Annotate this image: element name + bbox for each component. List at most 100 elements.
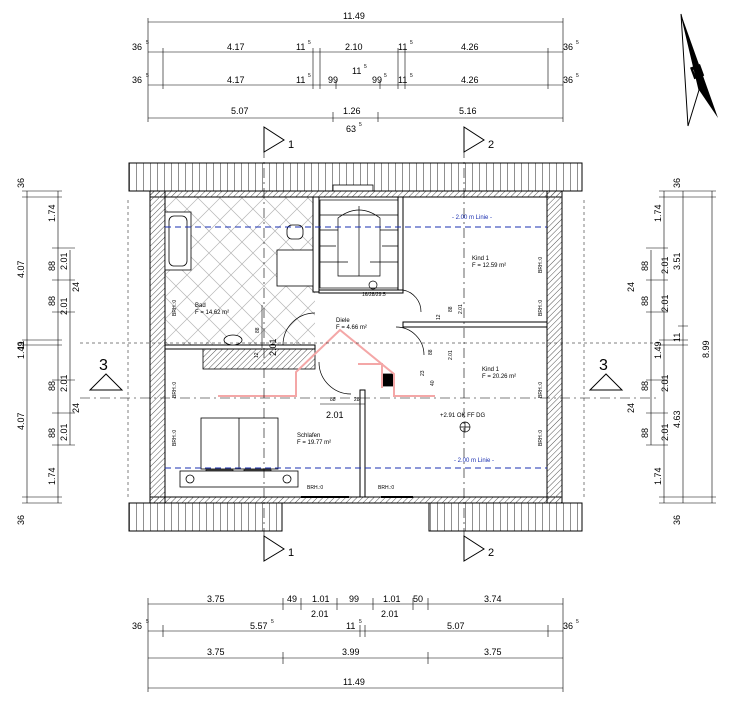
brh-label: BRH.:0 — [538, 300, 544, 316]
vanity-unit — [202, 348, 316, 370]
bed-icon — [179, 373, 394, 488]
dim-top: 11 — [296, 75, 305, 85]
dim-right: 88 — [640, 261, 650, 271]
dim-bottom-sup: 5 — [146, 619, 149, 625]
room-kind1-top-area: F = 12.59 m² — [472, 263, 506, 269]
section-label: 3 — [599, 357, 608, 374]
dim-bottom: 50 — [413, 594, 423, 604]
dim-bottom: 5.07 — [447, 621, 465, 631]
interior-dim: 88 — [428, 349, 434, 355]
stair-label: 16/28/29.5 — [362, 292, 386, 298]
dim-top: 4.26 — [461, 75, 479, 85]
dim-left: 36 — [16, 515, 26, 525]
staircase — [319, 199, 399, 290]
dim-top: 11 — [398, 75, 407, 85]
right-dimension-text: 8.99 36 3.51 11 4.63 1.74 2.01 88 2.01 8… — [626, 178, 711, 525]
dim-left: 4.07 — [16, 412, 26, 430]
interior-dim: 2.01 — [448, 350, 454, 360]
section-marker-icon — [588, 373, 624, 391]
dim-top-sup: 5 — [384, 73, 387, 79]
dim-right: 88 — [640, 381, 650, 391]
dim-bottom: 3.75 — [207, 594, 225, 604]
interior-dimensions: 2.01 88 2.01 12 88 2.01 88 12 23 40 88 2… — [254, 304, 464, 420]
section-marker-labels: 1 2 1 2 3 3 — [99, 139, 608, 559]
dim-top-sup: 5 — [146, 40, 149, 46]
brh-label: BRH.:0 — [538, 382, 544, 398]
left-dimensions — [22, 190, 75, 504]
dim-left: 1.74 — [47, 204, 57, 222]
dim-bottom: 11 — [346, 621, 355, 631]
dim-right: 2.01 — [660, 423, 670, 441]
dim-bottom: 3.74 — [484, 594, 502, 604]
dim-right: 2.01 — [660, 256, 670, 274]
dim-left: 2.01 — [59, 252, 69, 270]
dim-bottom-overall: 11.49 — [343, 677, 365, 687]
dim-right: 1.49 — [653, 341, 663, 359]
interior-dim: 28 — [354, 397, 360, 403]
room-kind1-top-name: Kind 1 — [472, 256, 490, 262]
dim-left: 88 — [47, 381, 57, 391]
dim-top: 99 — [328, 75, 338, 85]
room-bad-name: Bad — [195, 303, 206, 309]
dim-right-overall: 8.99 — [701, 340, 711, 358]
dim-bottom-sub: 2.01 — [311, 609, 329, 619]
dim-top: 4.17 — [227, 75, 245, 85]
dim-left: 88 — [47, 428, 57, 438]
room-kind1-bottom-area: F = 20.26 m² — [482, 374, 516, 380]
brh-label: BRH.:0 — [538, 430, 544, 446]
dim-top-sup: 5 — [146, 73, 149, 79]
line-200-top: - 2.00 m Linie - — [452, 215, 492, 221]
dim-top: 2.10 — [345, 42, 363, 52]
left-dimension-text: 36 4.07 11 1.49 4.07 36 1.74 88 2.01 88 … — [16, 178, 81, 525]
shower-tray-icon — [276, 249, 314, 287]
interior-dim: 88 — [330, 397, 336, 403]
brh-label: BRH.:0 — [307, 485, 323, 491]
dim-bottom-sup: 5 — [359, 619, 362, 625]
dim-bottom-sub: 2.01 — [381, 609, 399, 619]
section-marker-icon — [263, 535, 285, 562]
interior-dim: 12 — [436, 314, 442, 320]
bottom-dimensions — [147, 598, 564, 692]
interior-dim: 88 — [448, 306, 454, 312]
dim-left: 11 — [16, 341, 26, 350]
dim-left: 1.49 — [16, 341, 26, 359]
dim-bottom: 36 — [132, 621, 142, 631]
dim-left: 24 — [71, 282, 81, 292]
dim-bottom: 36 — [563, 621, 573, 631]
room-kind1-bottom-name: Kind 1 — [482, 367, 500, 373]
dim-top: 36 — [132, 42, 142, 52]
dim-top: 4.26 — [461, 42, 479, 52]
room-diele-area: F = 4.66 m² — [336, 325, 367, 331]
section-label: 2 — [488, 139, 494, 151]
dim-bottom: 1.01 — [312, 594, 330, 604]
brh-label: BRH.:0 — [172, 430, 178, 446]
dim-right: 4.63 — [672, 410, 682, 428]
dim-left: 24 — [71, 403, 81, 413]
dim-top-sup: 5 — [576, 73, 579, 79]
top-dimensions — [147, 18, 564, 122]
section-label: 1 — [288, 547, 294, 559]
level-label: +2.91 OK FF DG — [440, 413, 486, 419]
room-schlafen-name: Schlafen — [297, 433, 320, 439]
dim-bottom: 3.75 — [484, 647, 502, 657]
top-dimension-text: 11.49 36 4.17 11 2.10 11 4.26 36 36 4.17… — [132, 11, 579, 134]
dim-left: 88 — [47, 296, 57, 306]
bottom-dimension-text: 3.75 49 1.01 99 1.01 50 3.74 2.01 2.01 3… — [132, 594, 579, 687]
north-arrow-letter: N — [688, 60, 707, 83]
dim-top: 36 — [563, 75, 573, 85]
dim-left: 36 — [16, 178, 26, 188]
stair-arrow-icon — [368, 280, 378, 290]
dim-right: 2.01 — [660, 374, 670, 392]
dim-top: 11 — [352, 66, 361, 76]
dim-bottom: 3.75 — [207, 647, 225, 657]
section-markers — [88, 126, 624, 562]
brh-label: BRH.:0 — [538, 257, 544, 273]
dim-left: 2.01 — [59, 423, 69, 441]
interior-dim: 2.01 — [326, 410, 344, 420]
washbasin-icon — [223, 334, 243, 346]
dim-right: 24 — [626, 282, 636, 292]
dim-top-sup: 5 — [576, 40, 579, 46]
dim-right: 3.51 — [672, 252, 682, 270]
bath-fixtures — [164, 211, 316, 370]
